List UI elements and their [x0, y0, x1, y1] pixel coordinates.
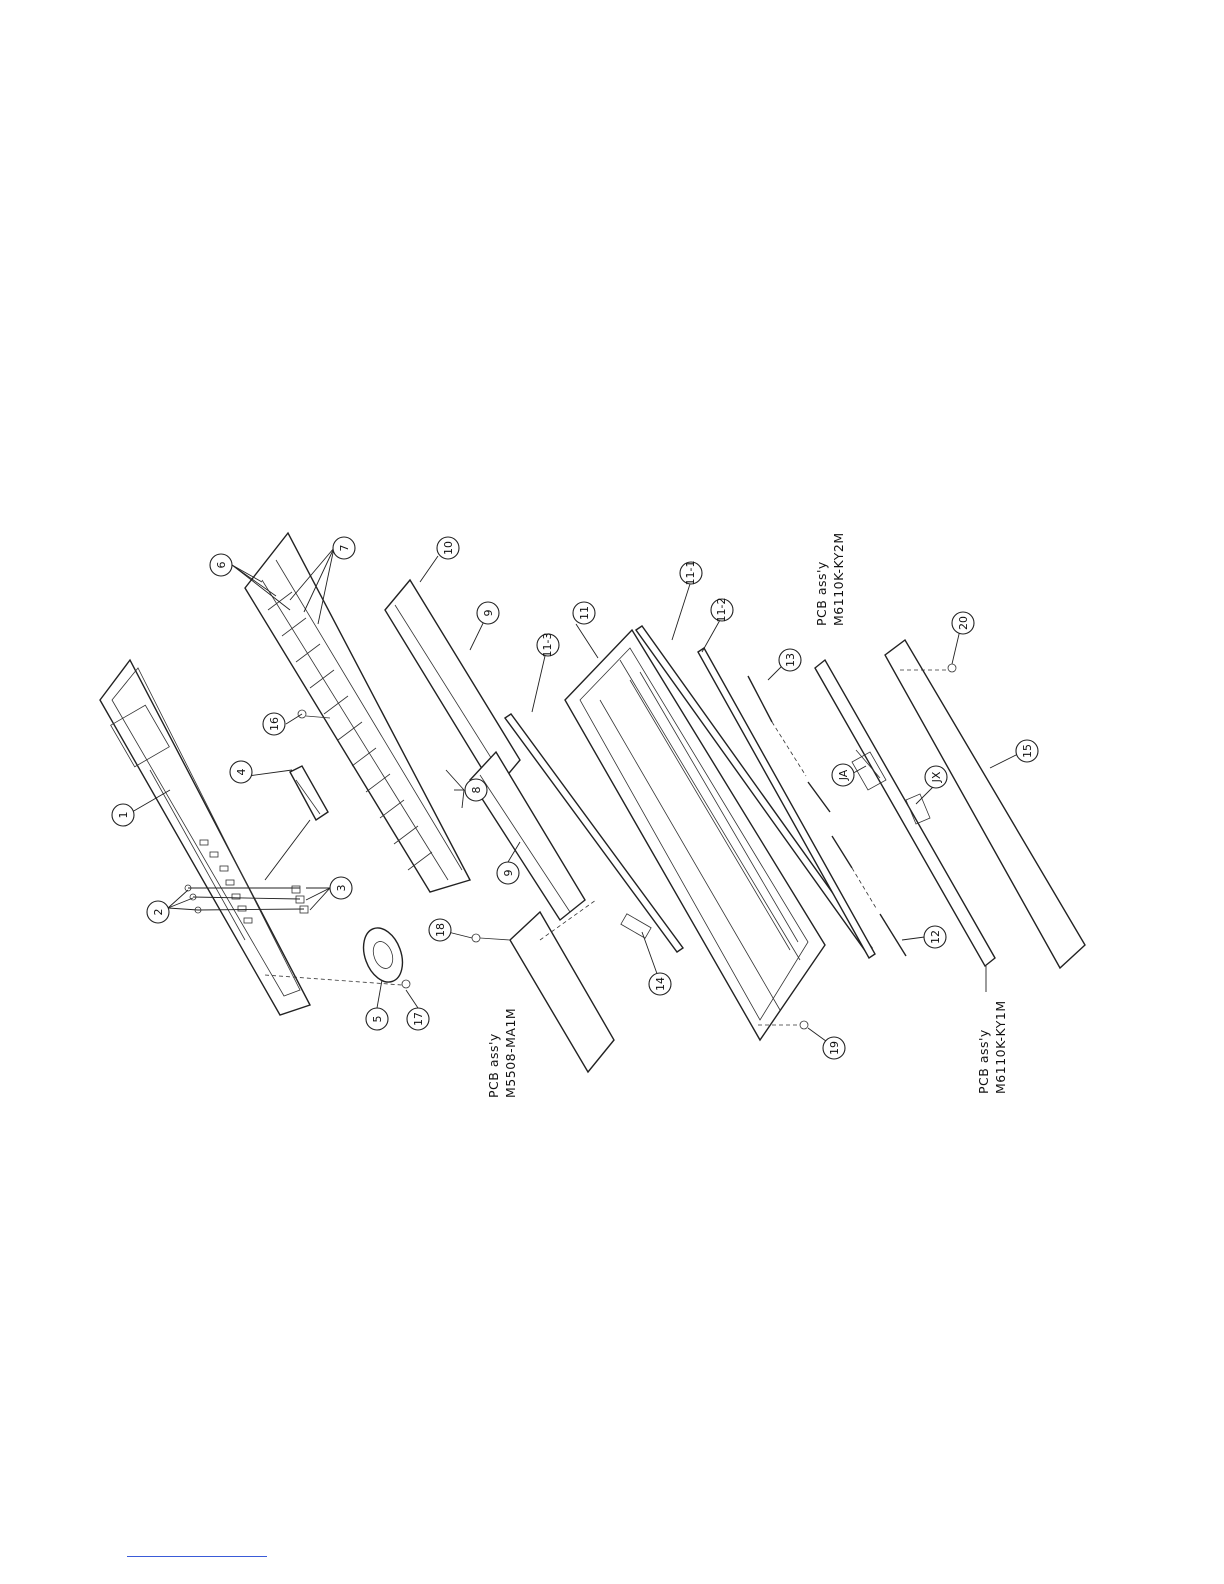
svg-text:8: 8 — [470, 787, 483, 794]
svg-text:20: 20 — [957, 616, 970, 630]
svg-text:6: 6 — [215, 562, 228, 569]
callout-4: 4 — [230, 761, 252, 783]
svg-text:11-3: 11-3 — [541, 633, 554, 658]
svg-text:13: 13 — [784, 653, 797, 667]
screw-17 — [402, 980, 410, 988]
callout-6: 6 — [210, 554, 232, 576]
part-keys-lower — [470, 752, 585, 920]
svg-text:19: 19 — [828, 1041, 841, 1055]
callout-15: 15 — [1016, 740, 1038, 762]
svg-text:14: 14 — [654, 977, 667, 991]
svg-text:5: 5 — [371, 1016, 384, 1023]
callout-9-lower: 9 — [497, 862, 519, 884]
svg-text:2: 2 — [152, 909, 165, 916]
callout-17: 17 — [407, 1008, 429, 1030]
svg-text:11-2: 11-2 — [715, 598, 728, 623]
svg-text:4: 4 — [235, 769, 248, 776]
svg-text:PCB ass'y: PCB ass'y — [976, 1029, 991, 1094]
callout-11-1: 11-1 — [680, 561, 702, 586]
part-switch-board — [265, 766, 328, 880]
part-key-frame — [232, 533, 470, 892]
callout-1: 1 — [112, 804, 134, 826]
svg-text:PCB ass'y: PCB ass'y — [814, 561, 829, 626]
svg-text:18: 18 — [434, 923, 447, 937]
callout-11-2: 11-2 — [711, 598, 733, 623]
svg-text:M6110K-KY2M: M6110K-KY2M — [831, 532, 846, 626]
part-bottom-cover-15 — [885, 640, 1085, 968]
svg-text:17: 17 — [412, 1012, 425, 1026]
pcb-ky2m — [815, 660, 995, 966]
svg-text:M6110K-KY1M: M6110K-KY1M — [993, 1000, 1008, 1094]
svg-text:11: 11 — [578, 606, 591, 620]
callout-9-upper: 9 — [477, 602, 499, 624]
svg-text:7: 7 — [338, 545, 351, 552]
callout-11: 11 — [573, 602, 595, 624]
svg-text:9: 9 — [502, 870, 515, 877]
pcb-label-ma1m: PCB ass'y M5508-MA1M — [486, 1008, 518, 1098]
callout-10: 10 — [437, 537, 459, 559]
screw-18 — [472, 934, 510, 942]
callout-ja: JA — [832, 764, 854, 786]
callout-14: 14 — [649, 973, 671, 995]
callout-20: 20 — [952, 612, 974, 634]
footer-rule — [127, 1556, 267, 1557]
callout-16: 16 — [263, 713, 285, 735]
svg-text:11-1: 11-1 — [684, 561, 697, 586]
callout-13: 13 — [779, 649, 801, 671]
callout-12: 12 — [924, 926, 946, 948]
callout-19: 19 — [823, 1037, 845, 1059]
callout-7: 7 — [333, 537, 355, 559]
svg-text:3: 3 — [335, 885, 348, 892]
callout-jx: JX — [925, 766, 947, 788]
svg-text:1: 1 — [117, 812, 130, 819]
svg-text:15: 15 — [1021, 744, 1034, 758]
svg-text:PCB ass'y: PCB ass'y — [486, 1033, 501, 1098]
pcb-ma1m — [510, 900, 614, 1072]
part-bracket-14 — [621, 914, 651, 938]
svg-text:9: 9 — [482, 610, 495, 617]
callout-2: 2 — [147, 901, 169, 923]
callout-8: 8 — [465, 779, 487, 801]
svg-text:JA: JA — [837, 769, 850, 781]
part-top-panel — [100, 660, 310, 1015]
callout-5: 5 — [366, 1008, 388, 1030]
svg-text:16: 16 — [268, 717, 281, 731]
svg-text:JX: JX — [930, 771, 943, 783]
callout-11-3: 11-3 — [537, 633, 559, 658]
svg-text:12: 12 — [929, 930, 942, 944]
callout-3: 3 — [330, 877, 352, 899]
callout-18: 18 — [429, 919, 451, 941]
pcb-label-ky1m: PCB ass'y M6110K-KY1M — [976, 1000, 1008, 1094]
svg-text:10: 10 — [442, 541, 455, 555]
svg-text:M5508-MA1M: M5508-MA1M — [503, 1008, 518, 1098]
pcb-label-ky2m: PCB ass'y M6110K-KY2M — [814, 532, 846, 626]
screw-20 — [948, 664, 956, 672]
